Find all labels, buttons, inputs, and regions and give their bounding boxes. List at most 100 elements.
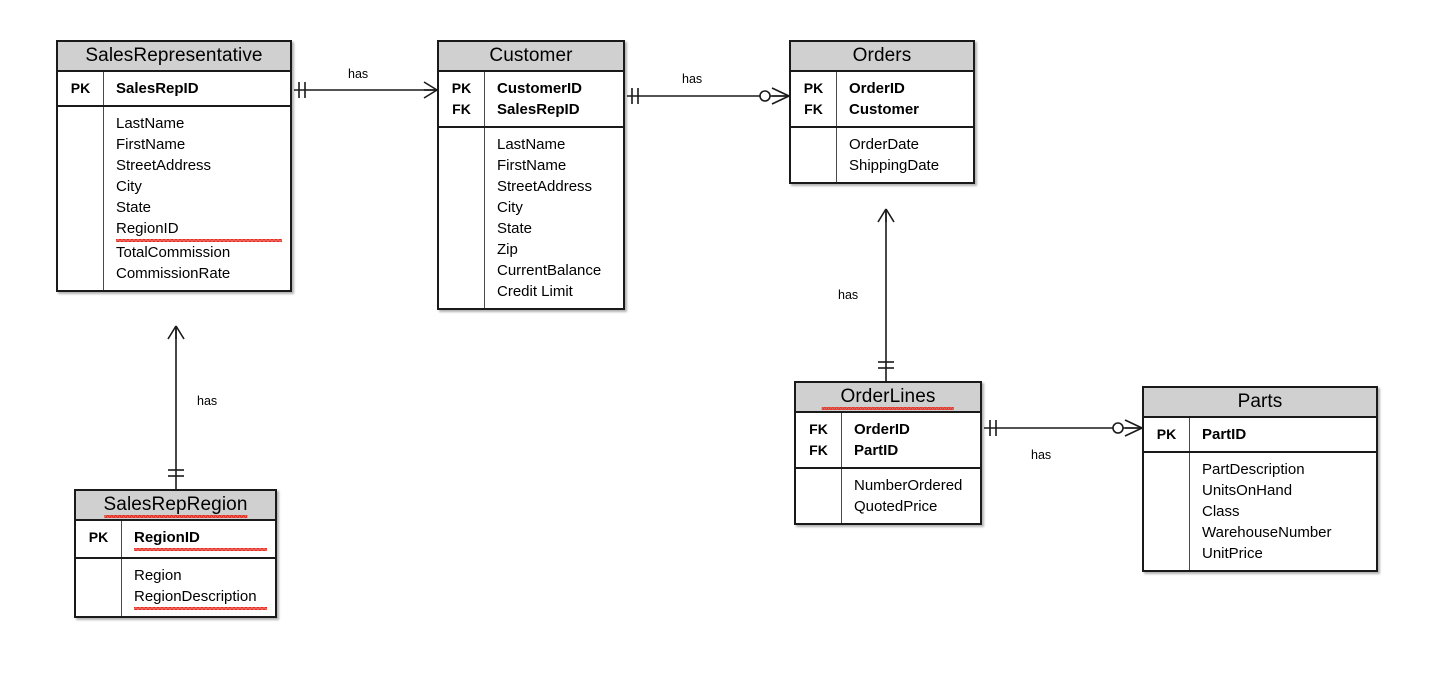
attribute: WarehouseNumber xyxy=(1202,524,1332,541)
attribute: ShippingDate xyxy=(849,157,940,174)
key-flag: FK xyxy=(809,421,828,437)
entity-sales-rep-region[interactable]: SalesRepRegion PK RegionID Region Region… xyxy=(74,489,277,618)
attribute: State xyxy=(116,199,152,216)
relationship-label-salesrep-region: has xyxy=(197,394,218,408)
entity-key-section-parts: PK PartID xyxy=(1144,418,1376,453)
attribute: FirstName xyxy=(497,157,567,174)
entity-key-section-customer: PK FK CustomerID SalesRepID xyxy=(439,72,623,128)
attribute: RegionDescription xyxy=(134,586,267,610)
key-flag: PK xyxy=(451,80,472,96)
key-field-column: OrderID PartID xyxy=(842,413,980,467)
key-flag-column: PK xyxy=(76,521,122,557)
relationship-line-customer-orders xyxy=(627,87,790,105)
entity-key-section-sales-representative: PK SalesRepID xyxy=(58,72,290,107)
attribute: Zip xyxy=(497,241,518,258)
key-field: SalesRepID xyxy=(497,101,580,118)
attribute: QuotedPrice xyxy=(854,498,938,515)
key-field: OrderID xyxy=(854,421,910,438)
attribute: CurrentBalance xyxy=(497,262,602,279)
key-flag-column: PK xyxy=(58,72,104,105)
key-field: RegionID xyxy=(134,527,267,551)
attribute-flag-column xyxy=(796,469,842,523)
entity-key-section-sales-rep-region: PK RegionID xyxy=(76,521,275,559)
entity-sales-representative[interactable]: SalesRepresentative PK SalesRepID LastNa… xyxy=(56,40,292,292)
key-flag: PK xyxy=(88,529,109,545)
key-flag-column: PK xyxy=(1144,418,1190,451)
relationship-label-customer-orders: has xyxy=(682,72,703,86)
attribute-flag-column xyxy=(1144,453,1190,570)
attribute-flag-column xyxy=(439,128,485,308)
entity-attribute-section-parts: PartDescription UnitsOnHand Class Wareho… xyxy=(1144,453,1376,570)
key-flag-column: FK FK xyxy=(796,413,842,467)
key-field-column: SalesRepID xyxy=(104,72,290,105)
attribute: OrderDate xyxy=(849,136,920,153)
relationship-label-orders-orderlines: has xyxy=(838,288,859,302)
attribute: StreetAddress xyxy=(497,178,593,195)
entity-attribute-section-customer: LastName FirstName StreetAddress City St… xyxy=(439,128,623,308)
relationship-line-salesrep-customer xyxy=(294,81,438,99)
attribute-flag-column xyxy=(58,107,104,290)
key-flag: PK xyxy=(803,80,824,96)
attribute: PartDescription xyxy=(1202,461,1305,478)
key-field-column: PartID xyxy=(1190,418,1376,451)
key-field-column: RegionID xyxy=(122,521,275,557)
attribute: FirstName xyxy=(116,136,186,153)
entity-attribute-section-orders: OrderDate ShippingDate xyxy=(791,128,973,182)
entity-title-customer: Customer xyxy=(439,42,623,72)
entity-attribute-section-order-lines: NumberOrdered QuotedPrice xyxy=(796,469,980,523)
attribute: State xyxy=(497,220,533,237)
attribute: Credit Limit xyxy=(497,283,573,300)
key-field: Customer xyxy=(849,101,920,118)
entity-key-section-order-lines: FK FK OrderID PartID xyxy=(796,413,980,469)
entity-order-lines[interactable]: OrderLines FK FK OrderID PartID NumberOr… xyxy=(794,381,982,525)
attribute: NumberOrdered xyxy=(854,477,963,494)
attribute-column: LastName FirstName StreetAddress City St… xyxy=(485,128,623,308)
attribute: TotalCommission xyxy=(116,244,231,261)
entity-title-sales-rep-region: SalesRepRegion xyxy=(76,491,275,521)
entity-title-parts: Parts xyxy=(1144,388,1376,418)
key-flag-column: PK FK xyxy=(439,72,485,126)
key-field: OrderID xyxy=(849,80,905,97)
attribute: Class xyxy=(1202,503,1240,520)
entity-orders[interactable]: Orders PK FK OrderID Customer OrderDate … xyxy=(789,40,975,184)
attribute: City xyxy=(497,199,523,216)
relationship-line-salesrep-region xyxy=(167,325,185,489)
entity-title-sales-representative: SalesRepresentative xyxy=(58,42,290,72)
attribute-column: OrderDate ShippingDate xyxy=(837,128,973,182)
attribute: CommissionRate xyxy=(116,265,231,282)
attribute-column: NumberOrdered QuotedPrice xyxy=(842,469,980,523)
relationship-line-orderlines-parts xyxy=(984,419,1143,437)
key-flag: FK xyxy=(809,442,828,458)
entity-title-order-lines: OrderLines xyxy=(796,383,980,413)
key-field: CustomerID xyxy=(497,80,583,97)
attribute-column: PartDescription UnitsOnHand Class Wareho… xyxy=(1190,453,1376,570)
attribute-column: Region RegionDescription xyxy=(122,559,275,616)
entity-parts[interactable]: Parts PK PartID PartDescription UnitsOnH… xyxy=(1142,386,1378,572)
attribute: LastName xyxy=(116,115,185,132)
attribute: UnitPrice xyxy=(1202,545,1263,562)
key-flag: FK xyxy=(804,101,823,117)
key-flag-column: PK FK xyxy=(791,72,837,126)
relationship-label-salesrep-customer: has xyxy=(348,67,369,81)
relationship-label-orderlines-parts: has xyxy=(1031,448,1052,462)
attribute: Region xyxy=(134,567,182,584)
key-field: PartID xyxy=(1202,426,1247,443)
entity-title-orders: Orders xyxy=(791,42,973,72)
attribute: UnitsOnHand xyxy=(1202,482,1293,499)
entity-attribute-section-sales-representative: LastName FirstName StreetAddress City St… xyxy=(58,107,290,290)
key-field-column: CustomerID SalesRepID xyxy=(485,72,623,126)
key-field-column: OrderID Customer xyxy=(837,72,973,126)
attribute: City xyxy=(116,178,142,195)
relationship-line-orders-orderlines xyxy=(877,208,895,381)
entity-key-section-orders: PK FK OrderID Customer xyxy=(791,72,973,128)
attribute-column: LastName FirstName StreetAddress City St… xyxy=(104,107,290,290)
key-field: SalesRepID xyxy=(116,80,199,97)
key-field: PartID xyxy=(854,442,899,459)
entity-attribute-section-sales-rep-region: Region RegionDescription xyxy=(76,559,275,616)
attribute: StreetAddress xyxy=(116,157,212,174)
entity-customer[interactable]: Customer PK FK CustomerID SalesRepID Las… xyxy=(437,40,625,310)
key-flag: PK xyxy=(1156,426,1177,442)
key-flag: FK xyxy=(452,101,471,117)
attribute-flag-column xyxy=(791,128,837,182)
